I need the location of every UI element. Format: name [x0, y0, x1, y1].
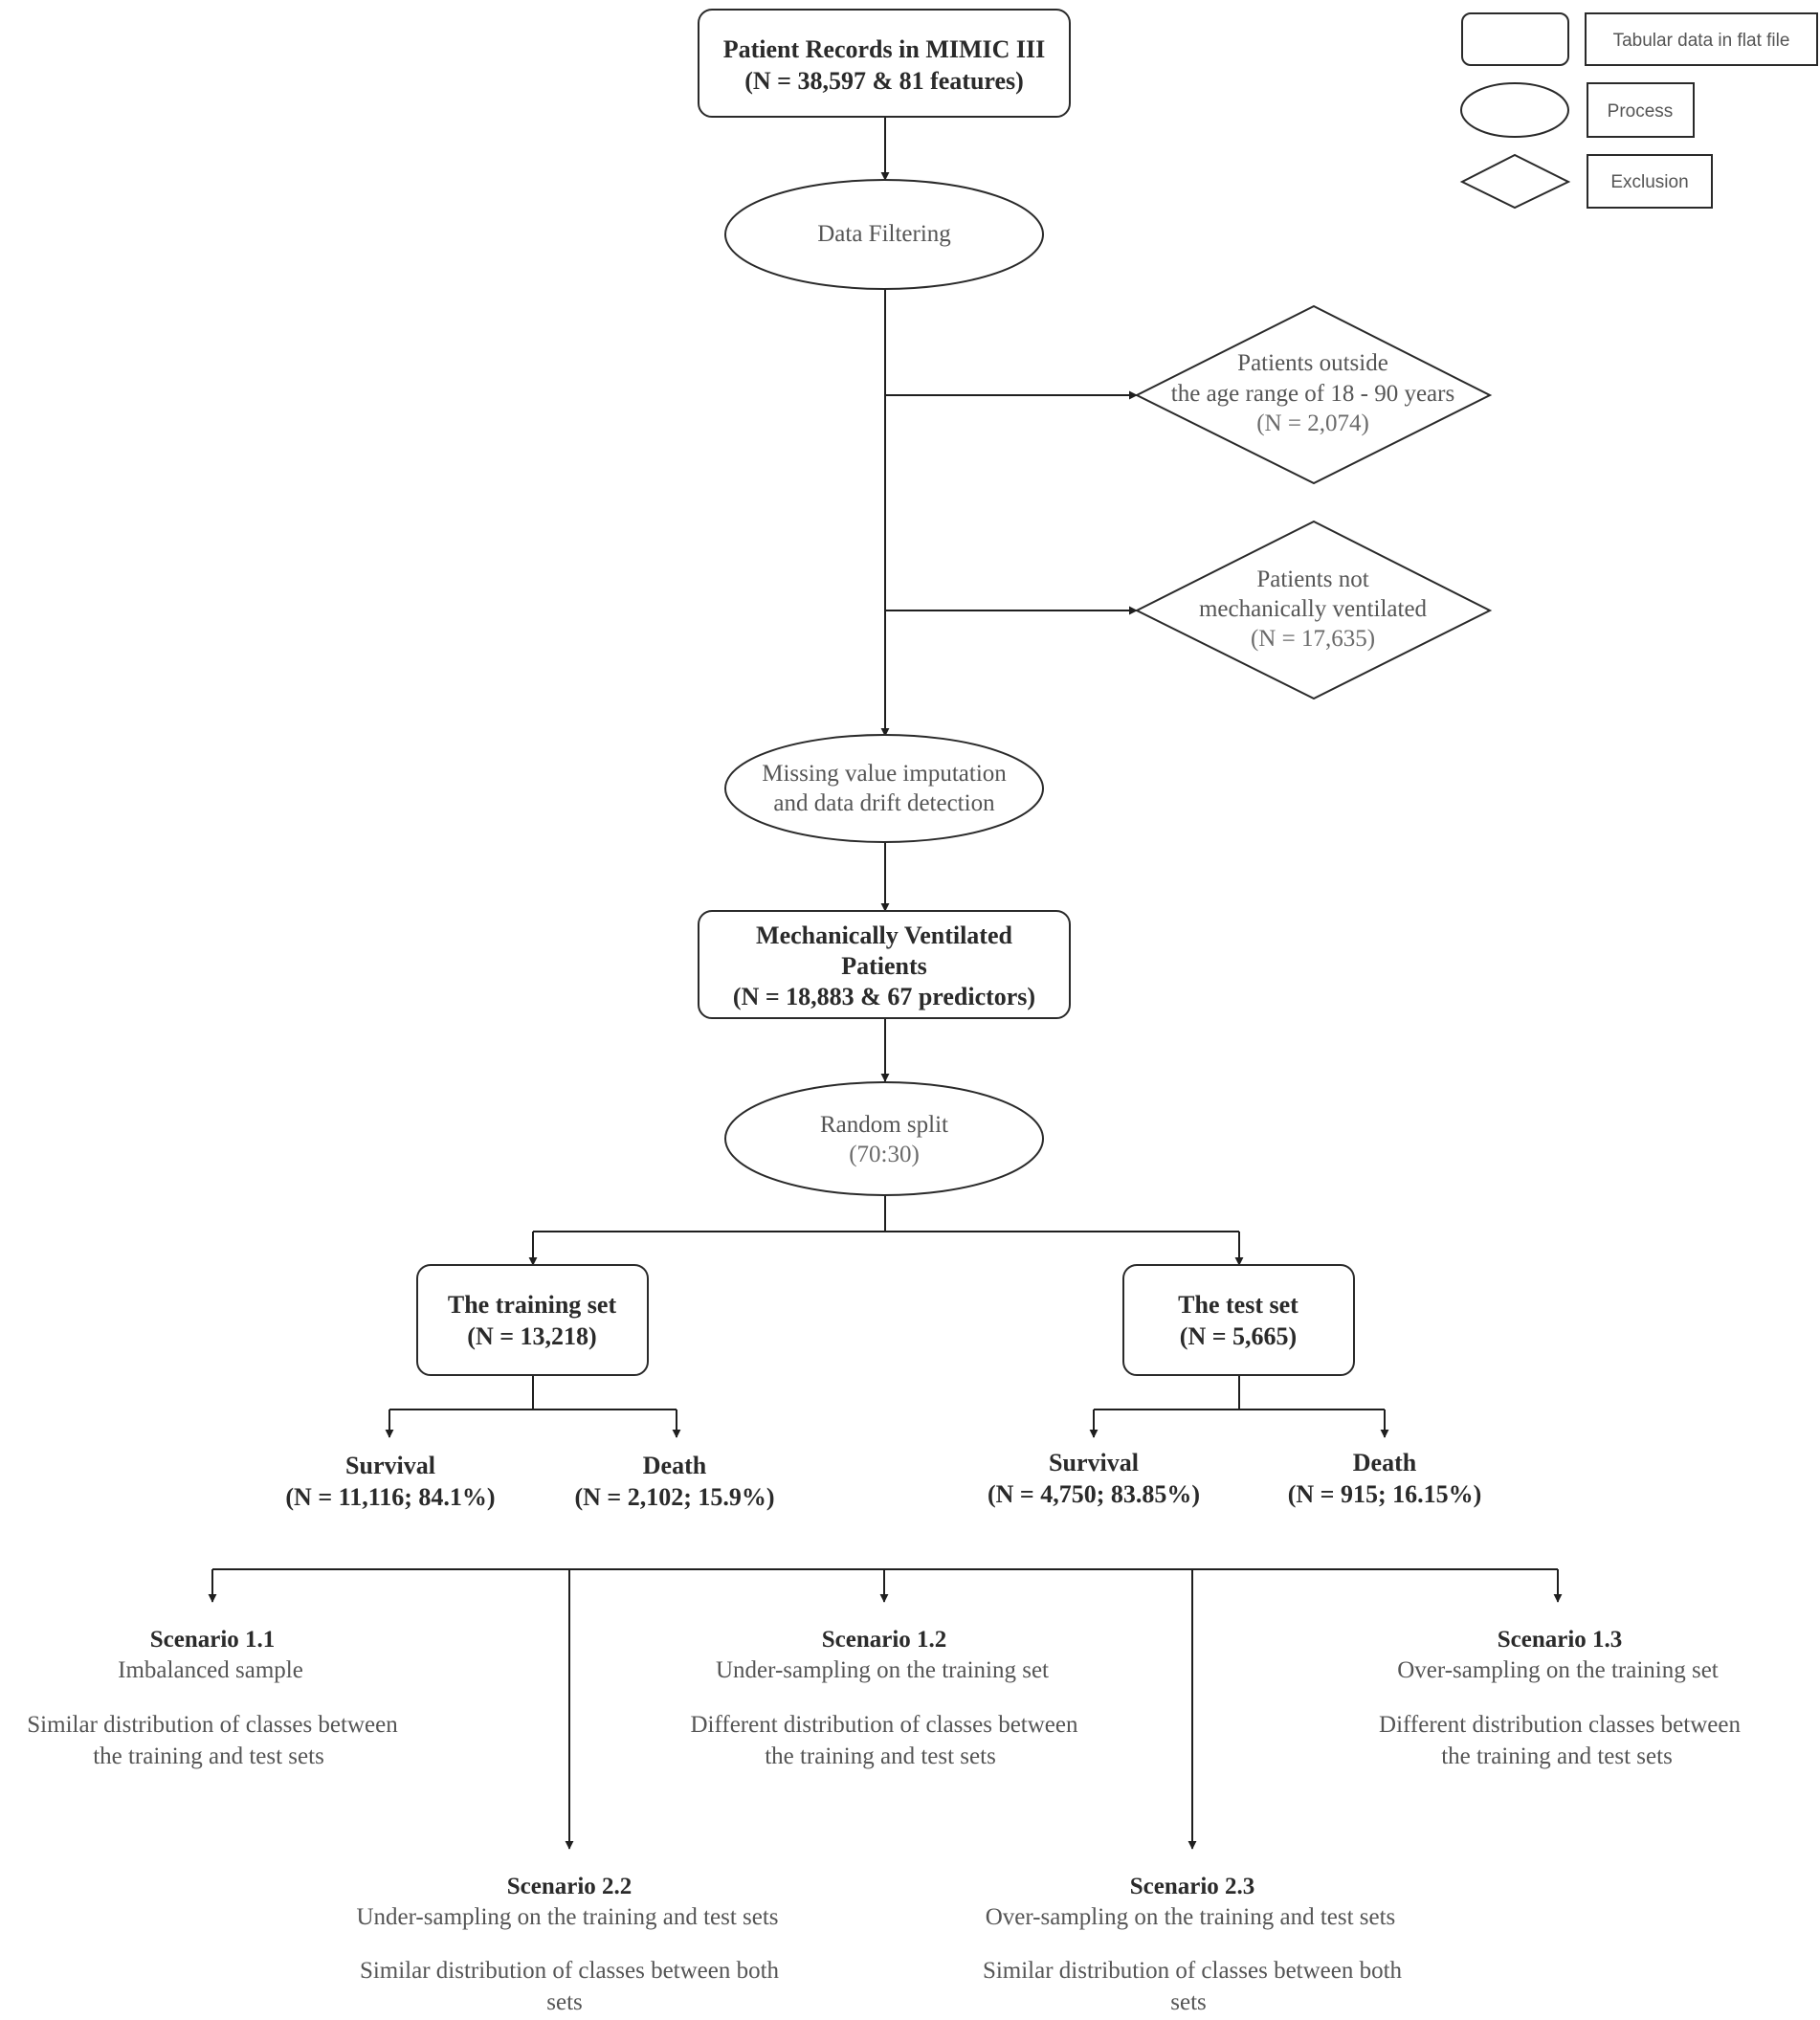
- training-set-node: The training set (N = 13,218): [416, 1264, 649, 1376]
- random-split-label: Random split: [820, 1112, 948, 1138]
- ventilation-exclusion-diamond: [1134, 520, 1493, 700]
- data-filtering-label: Data Filtering: [817, 221, 951, 247]
- scenario-1-1-title: Scenario 1.1: [150, 1627, 276, 1653]
- training-death-node: Death (N = 2,102; 15.9%): [574, 1452, 774, 1511]
- age-exclusion-node: Patients outside the age range of 18 - 9…: [1134, 304, 1493, 485]
- training-set-title: The training set: [448, 1291, 617, 1319]
- scenario-2-2-subtitle: Under-sampling on the training and test …: [356, 1904, 778, 1930]
- ventilation-exclusion-node: Patients not mechanically ventilated (N …: [1134, 520, 1493, 700]
- scenario-2-3: Scenario 2.3 Over-sampling on the traini…: [983, 1874, 1403, 2015]
- test-set-count: (N = 5,665): [1180, 1322, 1297, 1350]
- scenario-2-3-desc2: sets: [1170, 1989, 1207, 2015]
- ventilated-patients-node: Mechanically Ventilated Patients (N = 18…: [698, 910, 1071, 1019]
- scenario-2-2-desc1: Similar distribution of classes between …: [360, 1958, 780, 1984]
- age-exclusion-line2: the age range of 18 - 90 years: [1171, 381, 1454, 407]
- scenario-1-2: Scenario 1.2 Under-sampling on the train…: [691, 1627, 1078, 1769]
- imputation-line1: Missing value imputation: [762, 761, 1007, 787]
- scenario-1-3-title: Scenario 1.3: [1498, 1627, 1623, 1653]
- scenario-1-2-desc2: the training and test sets: [765, 1743, 996, 1769]
- scenario-2-2-title: Scenario 2.2: [507, 1874, 633, 1899]
- legend-tabular-shape: [1461, 12, 1569, 66]
- random-split-ratio: (70:30): [849, 1142, 920, 1167]
- connectors: [208, 117, 1563, 1850]
- scenario-1-1: Scenario 1.1 Imbalanced sample Similar d…: [27, 1627, 398, 1769]
- scenario-1-1-desc1: Similar distribution of classes between: [27, 1712, 398, 1738]
- test-death-title: Death: [1353, 1449, 1417, 1476]
- patient-records-node: Patient Records in MIMIC III (N = 38,597…: [698, 9, 1071, 118]
- test-death-count: (N = 915; 16.15%): [1288, 1480, 1482, 1508]
- scenario-2-3-title: Scenario 2.3: [1130, 1874, 1255, 1899]
- legend-exclusion-label: Exclusion: [1610, 172, 1688, 192]
- ventilation-exclusion-line1: Patients not: [1256, 566, 1368, 592]
- training-survival-title: Survival: [345, 1452, 435, 1479]
- data-filtering-ellipse: [724, 179, 1044, 290]
- ventilated-patients-title: Mechanically Ventilated: [756, 921, 1012, 949]
- ventilated-patients-title2: Patients: [841, 952, 927, 980]
- scenario-1-2-title: Scenario 1.2: [822, 1627, 947, 1653]
- scenario-1-3: Scenario 1.3 Over-sampling on the traini…: [1379, 1627, 1741, 1769]
- legend-process-box: [1587, 82, 1695, 138]
- training-survival-node: Survival (N = 11,116; 84.1%): [285, 1452, 495, 1511]
- legend-process-label: Process: [1608, 101, 1674, 122]
- legend-exclusion-shape: [1459, 153, 1571, 210]
- training-survival-count: (N = 11,116; 84.1%): [285, 1483, 495, 1511]
- imputation-line2: and data drift detection: [773, 790, 995, 816]
- training-death-count: (N = 2,102; 15.9%): [574, 1483, 774, 1511]
- random-split-node: Random split (70:30): [724, 1081, 1044, 1196]
- legend-tabular-box: [1585, 12, 1818, 66]
- test-survival-node: Survival (N = 4,750; 83.85%): [988, 1449, 1200, 1508]
- ventilated-patients-count: (N = 18,883 & 67 predictors): [733, 983, 1035, 1010]
- scenario-1-3-desc1: Different distribution classes between: [1379, 1712, 1741, 1738]
- test-set-box: [1122, 1264, 1355, 1376]
- patient-records-box: [698, 9, 1071, 118]
- test-branch-line: [1094, 1375, 1240, 1410]
- scenario-1-3-desc2: the training and test sets: [1441, 1743, 1673, 1769]
- legend: Tabular data in flat file Process Exclus…: [1459, 12, 1818, 210]
- imputation-ellipse: [724, 734, 1044, 843]
- ventilation-exclusion-count: (N = 17,635): [1251, 626, 1375, 652]
- training-set-box: [416, 1264, 649, 1376]
- scenario-2-3-desc1: Similar distribution of classes between …: [983, 1958, 1403, 1984]
- training-death-title: Death: [643, 1452, 707, 1479]
- scenario-1-2-desc1: Different distribution of classes betwee…: [691, 1712, 1078, 1738]
- test-survival-count: (N = 4,750; 83.85%): [988, 1480, 1200, 1508]
- ventilation-exclusion-line2: mechanically ventilated: [1199, 596, 1428, 622]
- patient-records-title: Patient Records in MIMIC III: [723, 35, 1046, 63]
- scenario-1-2-subtitle: Under-sampling on the training set: [716, 1657, 1049, 1683]
- imputation-node: Missing value imputation and data drift …: [724, 734, 1044, 843]
- age-exclusion-diamond: [1134, 304, 1493, 485]
- age-exclusion-line1: Patients outside: [1237, 350, 1388, 376]
- scenario-1-1-subtitle: Imbalanced sample: [118, 1657, 303, 1683]
- test-survival-title: Survival: [1049, 1449, 1139, 1476]
- test-death-node: Death (N = 915; 16.15%): [1288, 1449, 1482, 1508]
- test-set-title: The test set: [1178, 1291, 1298, 1319]
- age-exclusion-count: (N = 2,074): [1256, 411, 1369, 436]
- split-branch-line: [533, 1195, 886, 1232]
- legend-process-shape: [1460, 82, 1569, 138]
- patient-records-count: (N = 38,597 & 81 features): [744, 67, 1024, 95]
- scenario-2-2: Scenario 2.2 Under-sampling on the train…: [356, 1874, 779, 2015]
- random-split-ellipse: [724, 1081, 1044, 1196]
- training-set-count: (N = 13,218): [467, 1322, 596, 1350]
- scenario-2-2-desc2: sets: [546, 1989, 583, 2015]
- scenario-1-1-desc2: the training and test sets: [93, 1743, 324, 1769]
- legend-exclusion-box: [1587, 154, 1713, 209]
- scenario-1-3-subtitle: Over-sampling on the training set: [1397, 1657, 1719, 1683]
- ventilated-patients-box: [698, 910, 1071, 1019]
- scenario-2-3-subtitle: Over-sampling on the training and test s…: [986, 1904, 1396, 1930]
- data-filtering-node: Data Filtering: [724, 179, 1044, 290]
- test-set-node: The test set (N = 5,665): [1122, 1264, 1355, 1376]
- legend-tabular-label: Tabular data in flat file: [1613, 31, 1790, 51]
- training-branch-line: [389, 1375, 534, 1410]
